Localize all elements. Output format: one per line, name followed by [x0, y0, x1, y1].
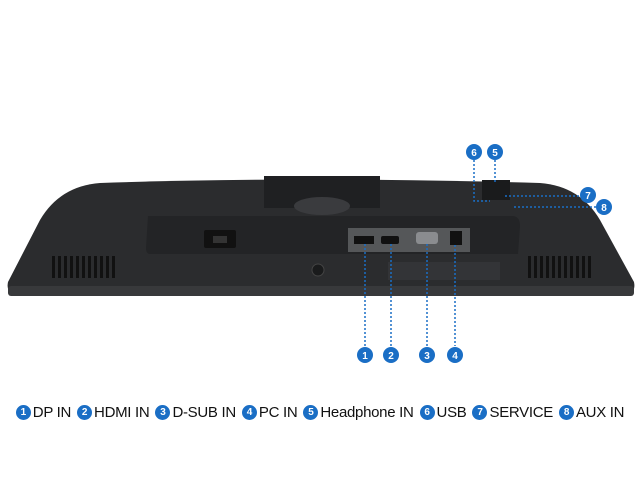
legend-label: D-SUB IN [172, 404, 236, 421]
callout-7: 7 [580, 187, 596, 203]
hdmi-port [381, 236, 399, 244]
number-badge: 5 [303, 405, 319, 420]
side-ports [482, 180, 510, 200]
legend-label: DP IN [32, 404, 72, 421]
callout-8: 8 [596, 199, 612, 215]
legend-label: Headphone IN [320, 404, 414, 421]
number-badge: 2 [77, 405, 93, 420]
screw [311, 263, 325, 277]
number-badge: 3 [155, 405, 171, 420]
callout-lines [364, 160, 596, 346]
legend-label: PC IN [258, 404, 298, 421]
dsub-port [416, 232, 438, 244]
callout-6: 6 [466, 144, 482, 160]
svg-text:8: 8 [601, 203, 607, 214]
number-badge: 7 [472, 405, 488, 420]
number-badge: 1 [15, 405, 31, 420]
right-vent [528, 256, 591, 278]
svg-text:4: 4 [452, 351, 458, 362]
legend-label: HDMI IN [94, 404, 150, 421]
monitor-rear-diagram: 1 2 3 4 5 6 7 8 [7, 144, 635, 363]
callout-3: 3 [419, 347, 435, 363]
power-pins [213, 236, 227, 243]
number-badge: 8 [558, 405, 574, 420]
dp-port [354, 236, 374, 244]
svg-text:6: 6 [471, 148, 477, 159]
svg-text:7: 7 [585, 191, 591, 202]
usb-b-port [450, 231, 462, 245]
callout-4: 4 [447, 347, 463, 363]
svg-text:3: 3 [424, 351, 430, 362]
legend-label: USB [436, 404, 467, 421]
stand-joint [294, 197, 350, 215]
callout-5: 5 [487, 144, 503, 160]
svg-text:5: 5 [492, 148, 498, 159]
monitor-bottom-edge [8, 286, 634, 296]
callout-2: 2 [383, 347, 399, 363]
left-vent [52, 256, 115, 278]
number-badge: 6 [419, 405, 435, 420]
rating-label [388, 262, 500, 280]
number-badge: 4 [241, 405, 257, 420]
callout-1: 1 [357, 347, 373, 363]
svg-text:2: 2 [388, 351, 394, 362]
legend-label: AUX IN [575, 404, 625, 421]
svg-text:1: 1 [362, 351, 368, 362]
legend-label: SERVICE [489, 404, 553, 421]
